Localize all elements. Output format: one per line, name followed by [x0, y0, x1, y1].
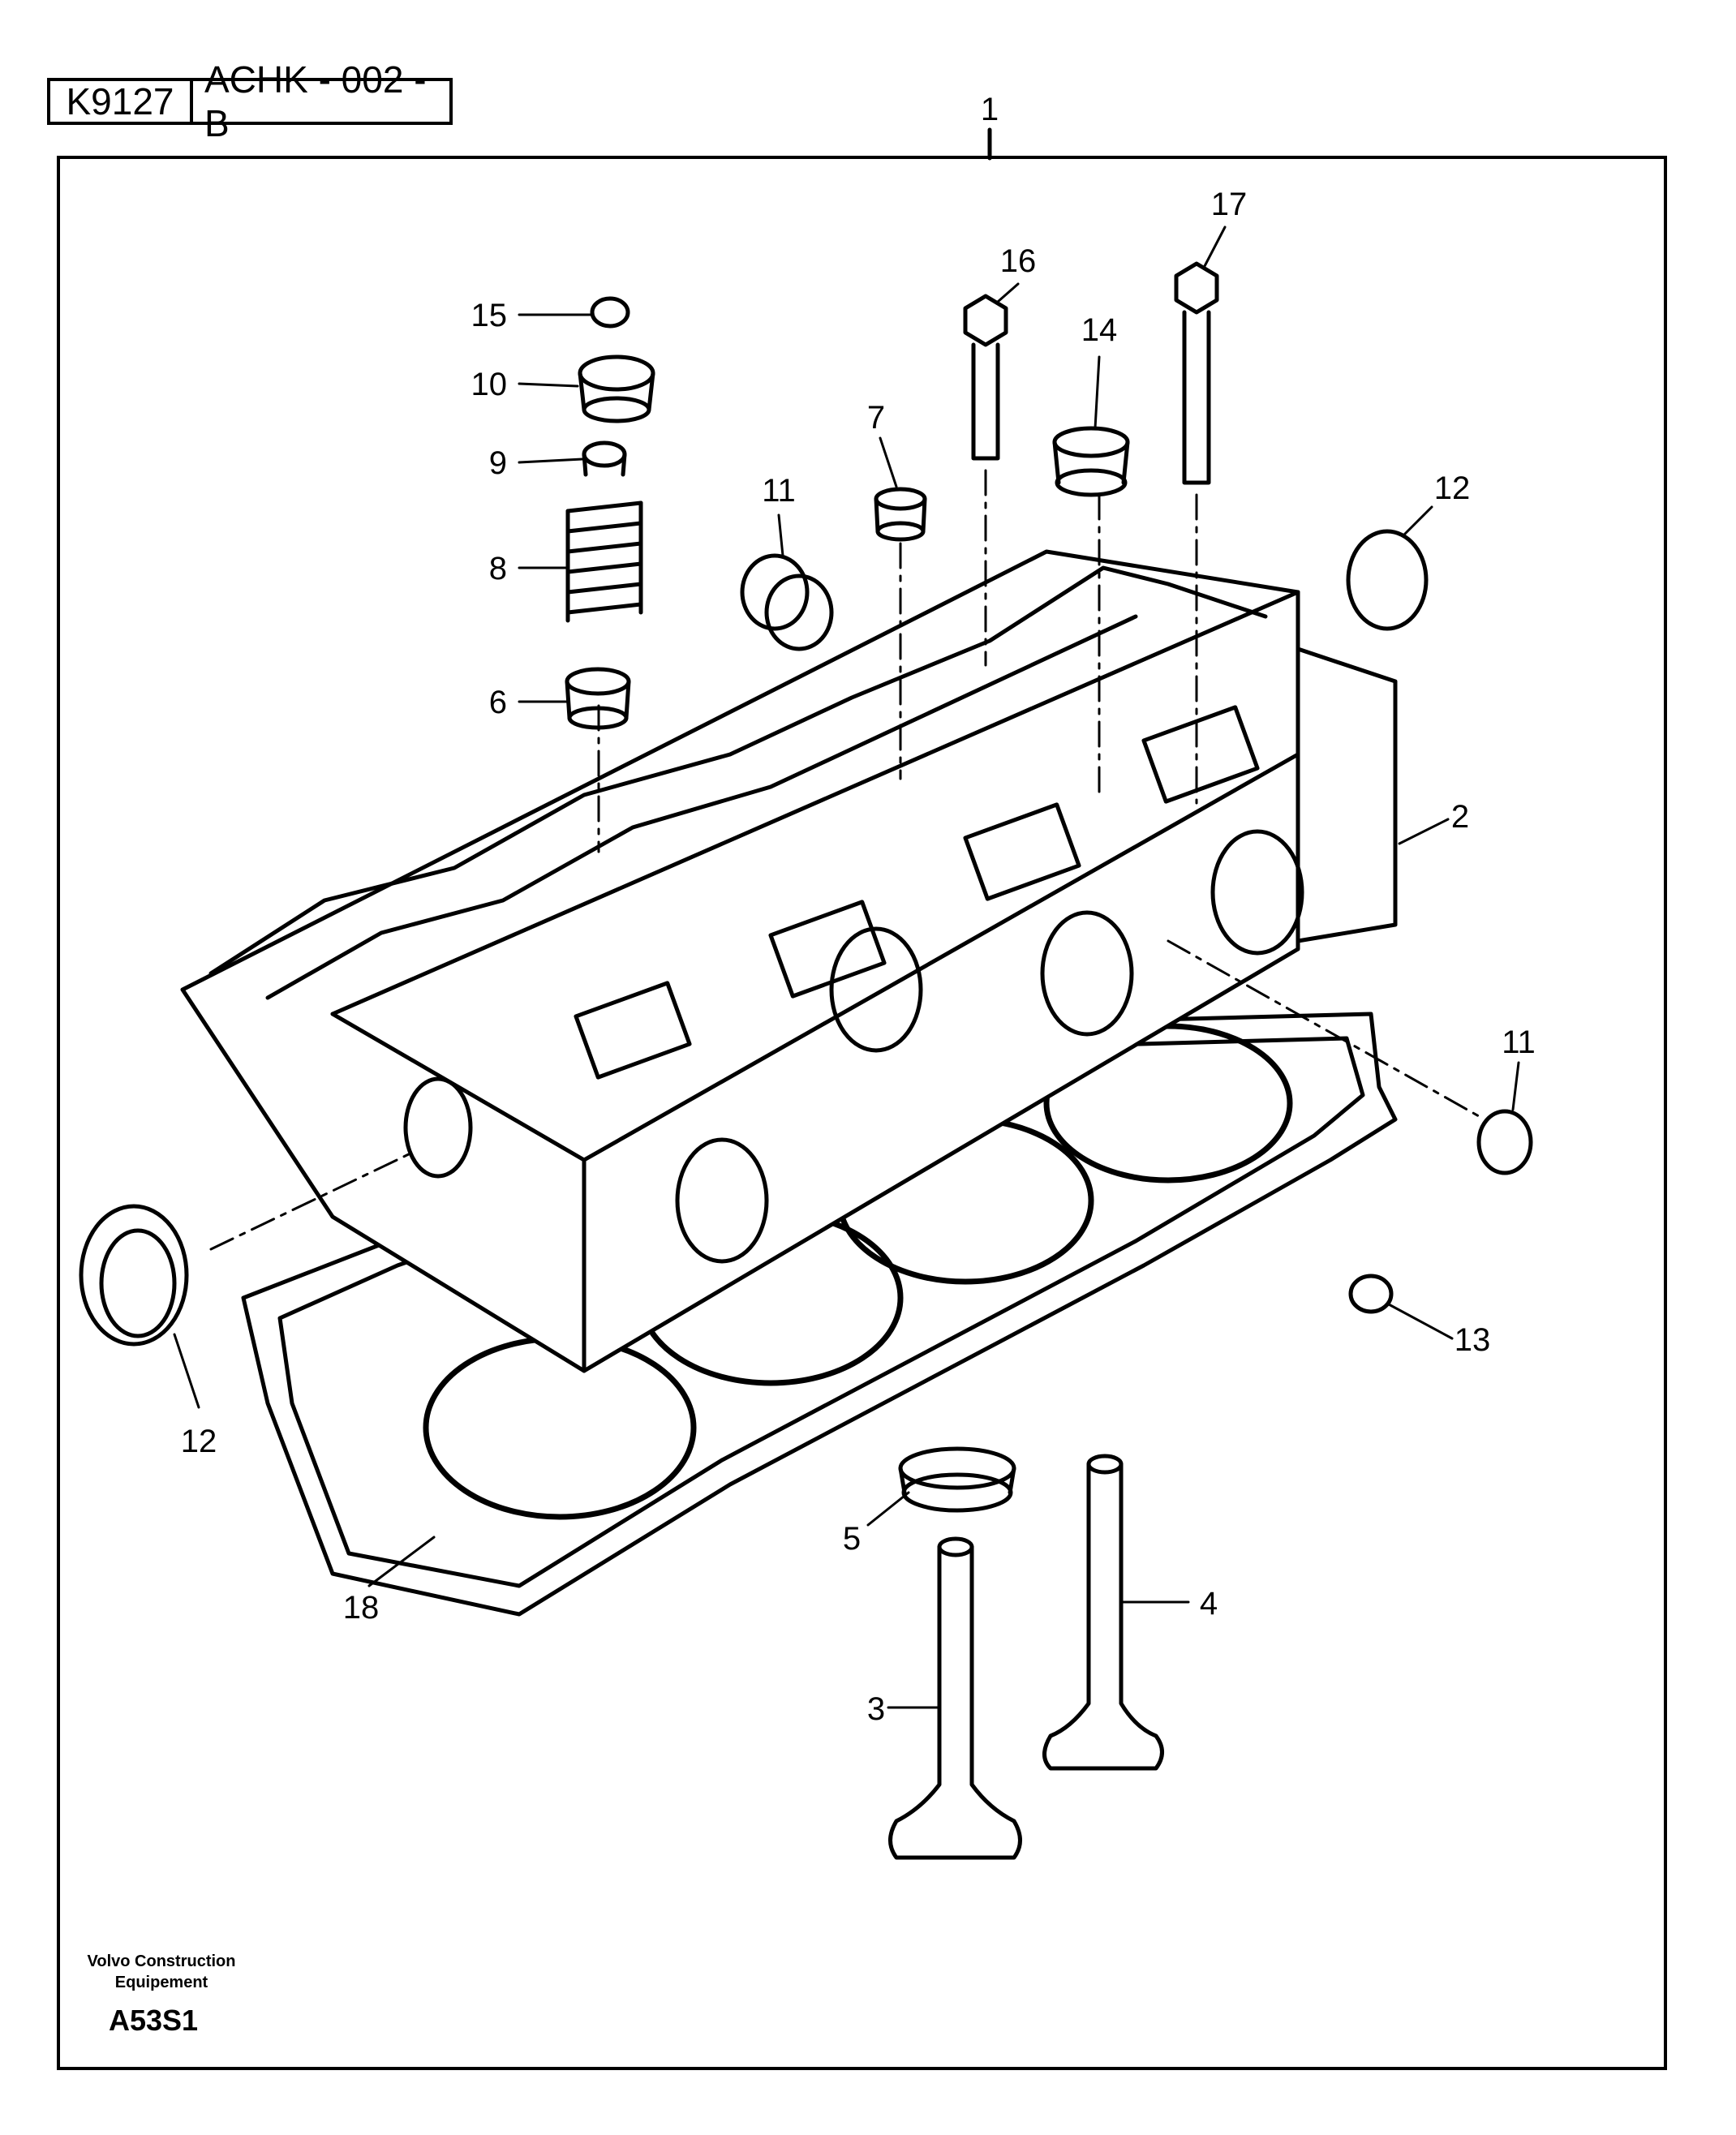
cylinder-head-bolt-short [963, 294, 1008, 461]
callout-11a: 11 [762, 473, 796, 509]
manufacturer-label: Volvo Construction Equipement [68, 1951, 255, 1993]
reference-box: K9127 ACHK - 002 - B [47, 58, 453, 144]
callout-3: 3 [867, 1691, 885, 1727]
callout-17: 17 [1211, 187, 1248, 222]
core-plug-left [79, 1204, 189, 1347]
sealing-plug-right [1476, 1109, 1533, 1175]
manufacturer-line-1: Volvo Construction [87, 1952, 236, 1970]
valve-stem-seal [565, 667, 631, 730]
callout-12b: 12 [181, 1424, 217, 1459]
callout-6: 6 [489, 685, 507, 720]
callout-13: 13 [1455, 1322, 1491, 1358]
callout-15: 15 [471, 298, 508, 333]
leader-12b [173, 1333, 200, 1409]
sealing-plug-small [1348, 1274, 1394, 1314]
manufacturer-line-2: Equipement [114, 1974, 208, 1991]
leader-14 [1094, 355, 1101, 430]
leader-18 [367, 1536, 436, 1587]
valve-guide [874, 487, 927, 542]
callout-14: 14 [1081, 312, 1118, 348]
leader-2 [1398, 818, 1450, 845]
page-code: A53S1 [109, 2004, 199, 2037]
drawing-frame [57, 156, 1667, 2070]
cylinder-head-bolt-long [1174, 261, 1219, 485]
ref-code: K9127 [66, 80, 174, 122]
callout-5: 5 [843, 1521, 861, 1557]
leader-10 [518, 382, 579, 388]
centerline-plug-right [1167, 939, 1486, 1121]
inlet-valve [888, 1536, 1022, 1860]
callout-4: 4 [1200, 1586, 1218, 1622]
valve-cap [590, 296, 630, 329]
valve-collets [582, 440, 627, 477]
valve-seat-insert [1052, 426, 1130, 497]
spring-retainer [578, 354, 655, 423]
leader-7 [879, 436, 898, 488]
leader-5 [866, 1491, 910, 1527]
leader-16 [996, 282, 1020, 303]
callout-16: 16 [1000, 243, 1037, 279]
callout-2: 2 [1451, 799, 1469, 835]
leader-11a [777, 513, 784, 557]
callout-7: 7 [867, 400, 885, 436]
leader-11b [1511, 1061, 1520, 1111]
callout-18: 18 [343, 1590, 380, 1626]
core-plug-right [1346, 529, 1429, 631]
callout-10: 10 [471, 367, 508, 402]
leader-17 [1203, 226, 1227, 268]
leader-9 [518, 458, 584, 464]
callout-9: 9 [489, 445, 507, 481]
cylinder-head-body [180, 549, 1398, 1373]
exhaust-valve [1042, 1454, 1164, 1771]
callout-12a: 12 [1434, 470, 1471, 506]
valve-seat-ring [898, 1446, 1016, 1513]
centerline-plug-left [209, 1150, 415, 1251]
callout-1: 1 [981, 92, 999, 127]
sealing-plug-upper [740, 553, 834, 651]
valve-spring [565, 500, 643, 623]
leader-13 [1387, 1303, 1454, 1340]
callout-11b: 11 [1502, 1025, 1536, 1060]
callout-8: 8 [489, 551, 507, 586]
leader-12a [1402, 505, 1433, 537]
